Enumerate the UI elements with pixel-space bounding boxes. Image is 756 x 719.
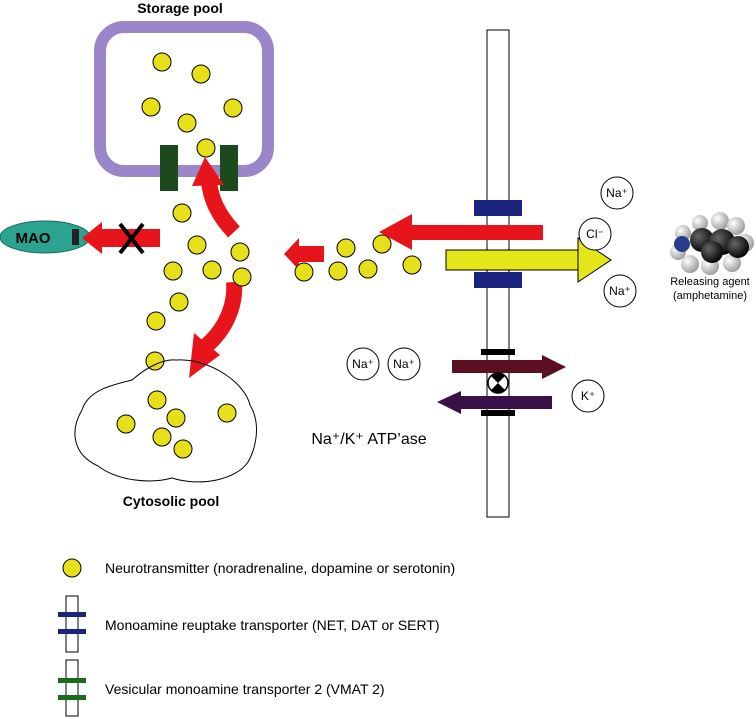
small-inward-arrowhead bbox=[284, 238, 299, 270]
amphetamine-molecule-icon bbox=[670, 212, 754, 275]
reuptake-bar-top bbox=[474, 200, 522, 216]
neurotransmitter bbox=[147, 390, 167, 410]
releasing-agent-label-line2: (amphetamine) bbox=[673, 290, 747, 302]
neurotransmitter bbox=[223, 98, 243, 118]
neurotransmitter bbox=[372, 234, 392, 254]
ion-na-left-a: Na⁺ bbox=[346, 347, 380, 381]
yellow-outward-arrow-shaft bbox=[445, 249, 579, 271]
atp-symbol bbox=[487, 372, 509, 394]
arrowhead-into-vesicle bbox=[192, 157, 224, 186]
arrowhead-to-cytosol bbox=[189, 333, 220, 378]
releasing-agent-label-line1: Releasing agent bbox=[670, 276, 750, 288]
neurotransmitter bbox=[169, 292, 189, 312]
atpase-arrow-right-head bbox=[542, 355, 566, 379]
legend-reuptake-label: Monoamine reuptake transporter (NET, DAT… bbox=[105, 617, 440, 633]
curved-arrow-to-cytosol bbox=[200, 281, 243, 353]
svg-text:Na⁺: Na⁺ bbox=[609, 284, 631, 298]
mao-end-cap bbox=[72, 229, 79, 245]
svg-text:Na⁺: Na⁺ bbox=[352, 357, 374, 371]
cytosolic-pool-outline bbox=[74, 359, 257, 483]
storage-pool-title: Storage pool bbox=[137, 0, 223, 16]
cytosol-neurotransmitters bbox=[116, 390, 237, 459]
cytosolic-pool-title: Cytosolic pool bbox=[123, 493, 219, 509]
svg-text:K⁺: K⁺ bbox=[581, 389, 595, 403]
neurotransmitter bbox=[230, 242, 250, 262]
neurotransmitter bbox=[116, 414, 136, 434]
neurotransmitter bbox=[163, 261, 183, 281]
neurotransmitter bbox=[402, 255, 422, 275]
neurotransmitter bbox=[187, 235, 207, 255]
neurotransmitter bbox=[232, 267, 252, 287]
neurotransmitter bbox=[294, 262, 314, 282]
atpase-arrow-right-shaft bbox=[452, 360, 544, 373]
atpase-label: Na⁺/K⁺ ATP’ase bbox=[311, 431, 426, 448]
ion-na-top: Na⁺ bbox=[600, 176, 634, 210]
vmat2-left-bar bbox=[160, 145, 178, 191]
neurotransmitter bbox=[191, 64, 211, 84]
vmat2-right-bar bbox=[220, 145, 238, 191]
neurotransmitter bbox=[173, 439, 193, 459]
neurotransmitter bbox=[146, 311, 166, 331]
neurotransmitter bbox=[172, 203, 192, 223]
red-inward-arrow-shaft bbox=[410, 225, 543, 240]
legend: Neurotransmitter (noradrenaline, dopamin… bbox=[58, 558, 455, 717]
reuptake-bar-bottom bbox=[474, 272, 522, 288]
legend-neurotransmitter-label: Neurotransmitter (noradrenaline, dopamin… bbox=[105, 560, 455, 576]
svg-text:Cl⁻: Cl⁻ bbox=[586, 227, 604, 241]
neurotransmitter bbox=[358, 259, 378, 279]
neurotransmitter bbox=[328, 261, 348, 281]
neurotransmitter bbox=[202, 260, 222, 280]
neurotransmitter bbox=[217, 403, 237, 423]
ion-na-mid: Na⁺ bbox=[603, 274, 637, 308]
neurotransmitter bbox=[152, 52, 172, 72]
mao-label: MAO bbox=[16, 230, 51, 247]
blocked-arrowhead bbox=[82, 222, 102, 254]
cytoplasm-neurotransmitters bbox=[145, 203, 422, 371]
neurotransmitter bbox=[336, 238, 356, 258]
small-inward-arrow-shaft bbox=[298, 246, 324, 262]
svg-text:Na⁺: Na⁺ bbox=[606, 186, 628, 200]
ion-cl: Cl⁻ bbox=[578, 217, 612, 251]
atpase-bar-top bbox=[481, 349, 515, 355]
legend-vmat2-icon bbox=[58, 659, 86, 717]
red-inward-arrowhead bbox=[379, 214, 412, 250]
ion-k: K⁺ bbox=[571, 379, 605, 413]
atpase-arrow-left-head bbox=[437, 391, 461, 414]
atpase-arrow-left-shaft bbox=[460, 396, 552, 409]
neurotransmitter bbox=[152, 427, 172, 447]
atpase-bar-bottom bbox=[481, 410, 515, 416]
legend-vmat2-label: Vesicular monoamine transporter 2 (VMAT … bbox=[105, 681, 385, 697]
block-x-line-2 bbox=[118, 222, 145, 255]
legend-neurotransmitter-icon bbox=[62, 558, 82, 578]
neurotransmitter bbox=[141, 97, 161, 117]
neurotransmitter bbox=[166, 408, 186, 428]
storage-neurotransmitters bbox=[141, 52, 243, 158]
neurotransmitter bbox=[196, 138, 216, 158]
svg-text:Na⁺: Na⁺ bbox=[393, 357, 415, 371]
ion-na-left-b: Na⁺ bbox=[387, 347, 421, 381]
neurotransmitter bbox=[177, 113, 197, 133]
storage-vesicle bbox=[94, 21, 274, 177]
legend-reuptake-transporter-icon bbox=[58, 595, 86, 653]
